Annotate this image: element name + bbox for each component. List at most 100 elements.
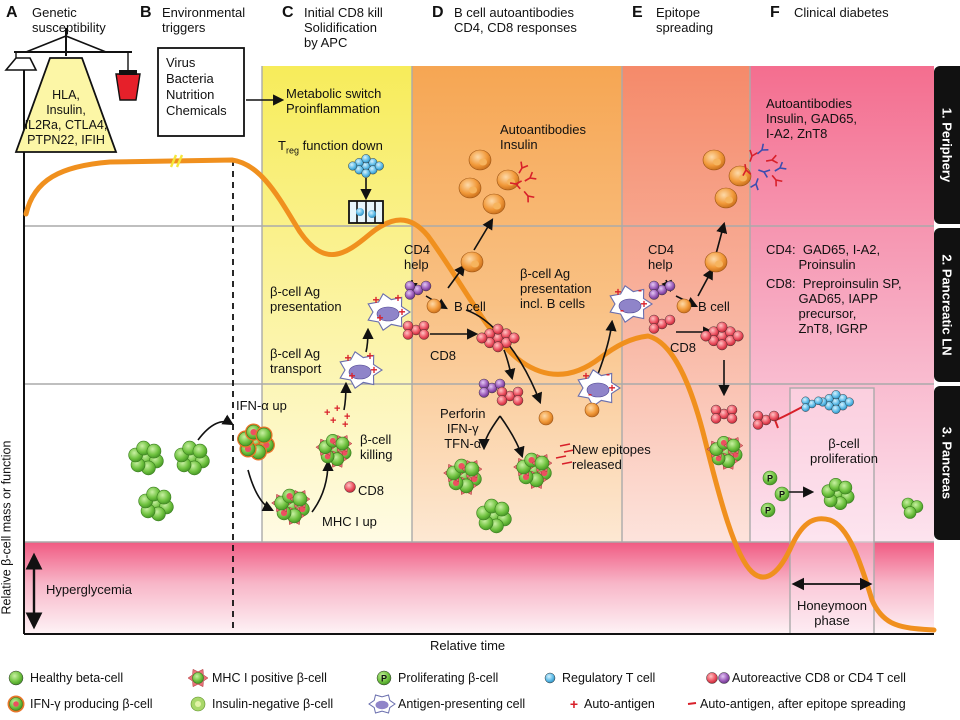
- proliferating-cells: PPP: [760, 470, 790, 518]
- svg-text:-: -: [606, 367, 610, 381]
- auto-antigen-spreading-icon: [687, 702, 697, 705]
- stage-letter-c: C: [282, 4, 294, 21]
- stage-letter-b: B: [140, 4, 152, 21]
- honeymoon-label: Honeymoon phase: [796, 598, 868, 628]
- autoantibodies-d-label: Autoantibodies Insulin: [500, 122, 587, 152]
- metabolic-switch-label: Metabolic switch Proinflammation: [286, 86, 382, 116]
- treg-t: T: [278, 138, 286, 153]
- mhc-islet-c1: [271, 488, 311, 525]
- legend-auto-antigen-spreading: Auto-antigen, after epitope spreading: [700, 697, 906, 711]
- row-label-pancreas: 3. Pancreas: [939, 426, 955, 500]
- healthy-islet-1: [128, 440, 164, 476]
- stage-letter-d: D: [432, 4, 444, 21]
- legend-proliferating: Proliferating β-cell: [398, 671, 499, 685]
- svg-text:+: +: [344, 351, 351, 365]
- cd8-cells-d: [476, 323, 520, 353]
- plasma-cell-d2: [496, 169, 520, 191]
- perforin-label: Perforin IFN-γ TFN-α: [440, 406, 486, 451]
- svg-text:+: +: [394, 291, 401, 305]
- stage-title-f: Clinical diabetes: [794, 5, 889, 20]
- legend-auto-antigen: Auto-antigen: [584, 697, 655, 711]
- svg-text:+: +: [324, 407, 330, 419]
- apc-icon: [368, 694, 396, 714]
- proliferating-icon: P: [376, 670, 392, 686]
- svg-text:+: +: [614, 285, 621, 299]
- scale-balance-icon: [4, 28, 141, 101]
- svg-text:P: P: [767, 474, 773, 484]
- stage-title-c: Initial CD8 kill Solidification by APC: [304, 5, 383, 50]
- svg-text:+: +: [348, 369, 355, 383]
- svg-text:+: +: [366, 349, 373, 363]
- cd8-cells-pancreas-d: [496, 386, 524, 406]
- cd8-single-cell: [344, 481, 356, 493]
- treg-cage-icon: [348, 200, 384, 224]
- svg-text:+: +: [330, 415, 336, 427]
- mhc-islet-d2: [513, 452, 553, 489]
- stage-letter-e: E: [632, 4, 643, 21]
- legend-regulatory-t: Regulatory T cell: [562, 671, 656, 685]
- b-cell-2: [538, 410, 554, 426]
- mhc-islet-c2: [315, 434, 353, 468]
- hyperglycemia-label: Hyperglycemia: [46, 582, 132, 597]
- svg-text:+: +: [372, 293, 379, 307]
- b-cell-d-label: B cell: [454, 299, 486, 314]
- beta-cell-killing-label: β-cell killing: [360, 432, 393, 462]
- mhc-i-up-label: MHC I up: [322, 514, 377, 529]
- cd4-cells-d: [404, 280, 432, 300]
- stage-title-b: Environmental triggers: [162, 5, 246, 35]
- legend-insulin-negative: Insulin-negative β-cell: [212, 697, 334, 711]
- svg-text:+: +: [342, 419, 348, 431]
- svg-text:P: P: [765, 506, 771, 516]
- svg-text:P: P: [381, 674, 387, 684]
- cd8-cells-pancreas-e: [710, 404, 738, 424]
- antibody-icons: [509, 143, 787, 203]
- plasma-cell-e2: [728, 165, 752, 187]
- band-hyperglycemia: [24, 542, 934, 634]
- cd8-cells-inhibited-f: [752, 410, 780, 430]
- cd4-f-label: CD4: GAD65, I-A2, Proinsulin: [766, 242, 881, 272]
- insulin-negative-icon: [190, 696, 206, 712]
- svg-text:+: +: [376, 311, 383, 325]
- b-cell-3: [584, 402, 600, 418]
- cell-illustrations: ++++++++++++++-+-+-+-PPP: [128, 143, 924, 534]
- treg-cells-c: [348, 154, 384, 178]
- healthy-cells-edge: [901, 497, 924, 519]
- cd4-cells-e: [648, 280, 676, 300]
- healthy-islet-d3: [476, 498, 512, 534]
- genes-box-text: HLA, Insulin, IL2Ra, CTLA4, PTPN22, IFIH: [24, 88, 108, 147]
- cd8-cells-e: [648, 314, 676, 334]
- apc-presentation-e: +-+-: [609, 283, 654, 324]
- svg-text:+: +: [334, 403, 340, 415]
- cd8-c-label: CD8: [358, 483, 385, 498]
- stage-title-e: Epitope spreading: [656, 5, 714, 35]
- legend-icons: P+: [7, 668, 730, 714]
- flow-arrows: [197, 218, 815, 513]
- triggers-box-shape: [157, 47, 245, 137]
- autoreactive-cd4-icon: [718, 672, 730, 684]
- beta-cell-mass-curve: [23, 157, 937, 633]
- healthy-islet-3: [138, 486, 174, 522]
- stage-letter-f: F: [770, 4, 780, 21]
- svg-text:-: -: [588, 387, 592, 401]
- plasma-cell-e1: [702, 149, 726, 171]
- svg-text:P: P: [779, 490, 785, 500]
- treg-function-label: Treg function down: [278, 138, 383, 159]
- legend-ifn-gamma: IFN-γ producing β-cell: [30, 697, 153, 711]
- svg-text:-: -: [638, 283, 642, 297]
- svg-text:+: +: [582, 369, 589, 383]
- mhc-islet-e: [706, 436, 744, 470]
- y-axis-label: Relative β-cell mass or function: [0, 440, 14, 615]
- row-label-pancreatic-ln: 2. Pancreatic LN: [939, 254, 955, 356]
- ag-presentation-d-label: β-cell Ag presentation incl. B cells: [520, 266, 592, 311]
- mhc-positive-icon: [187, 668, 209, 688]
- triggers-box-text: Virus Bacteria Nutrition Chemicals: [166, 55, 227, 118]
- row-tab-pancreatic-ln: [934, 228, 960, 382]
- ifn-gamma-icon: [7, 695, 25, 713]
- row-label-periphery: 1. Periphery: [939, 107, 955, 183]
- ifn-alpha-up-label: IFN-α up: [236, 398, 287, 413]
- cd8-cells-c: [402, 320, 430, 340]
- autoantibodies-f-label: Autoantibodies Insulin, GAD65, I-A2, ZnT…: [766, 96, 858, 141]
- mhc-islet-d1: [443, 458, 483, 495]
- ifn-islet: [237, 423, 275, 461]
